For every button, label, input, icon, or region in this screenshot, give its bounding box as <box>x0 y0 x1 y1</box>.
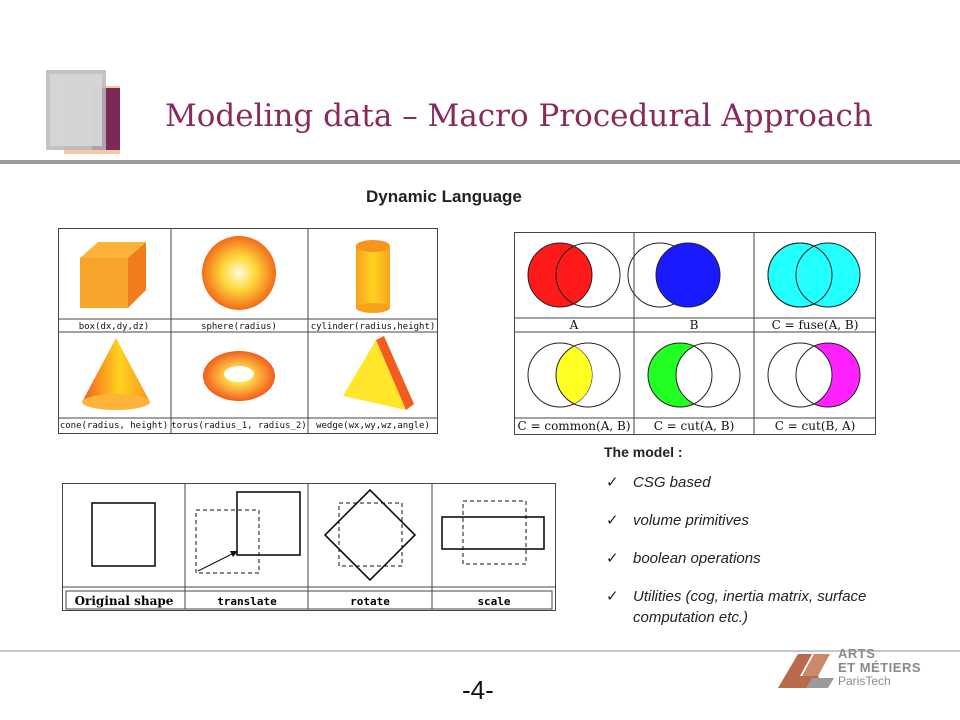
checkmark-icon: ✓ <box>606 588 619 605</box>
page-title: Modeling data – Macro Procedural Approac… <box>165 98 873 134</box>
bool-label-fuse: C = fuse(A, B) <box>772 318 859 332</box>
bool-A <box>527 242 621 308</box>
transform-label-rotate: rotate <box>350 595 390 608</box>
footer-divider <box>0 650 960 652</box>
model-item: ✓volume primitives <box>606 512 749 529</box>
bool-label-A: A <box>569 318 579 332</box>
sphere-shape <box>202 236 276 310</box>
box-shape <box>80 242 146 308</box>
primitive-label-cylinder: cylinder(radius,height) <box>311 322 436 332</box>
primitive-label-cone: cone(radius, height) <box>60 421 168 431</box>
rotate-shape <box>323 488 417 582</box>
primitive-label-torus: torus(radius_1, radius_2) <box>171 421 306 431</box>
bool-label-common: C = common(A, B) <box>518 419 631 433</box>
translate-shape <box>195 491 301 574</box>
transform-label-original: Original shape <box>75 594 174 608</box>
bool-cut-BA <box>767 342 861 408</box>
cone-shape <box>82 338 150 410</box>
wedge-shape <box>343 336 414 410</box>
bool-label-cut-AB: C = cut(A, B) <box>654 419 735 433</box>
transforms-figure: Original shape translate rotate scale <box>62 483 556 611</box>
model-item: ✓boolean operations <box>606 550 761 567</box>
transform-label-translate: translate <box>217 595 277 608</box>
model-item: ✓CSG based <box>606 474 711 491</box>
checkmark-icon: ✓ <box>606 550 619 567</box>
model-heading: The model : <box>604 444 683 460</box>
torus-shape <box>203 351 275 401</box>
arts-et-metiers-logo-icon <box>778 654 834 688</box>
page-number: -4- <box>462 675 494 705</box>
checkmark-icon: ✓ <box>606 474 619 491</box>
logo-text-arts: ARTS <box>838 646 876 661</box>
original-square <box>91 502 156 567</box>
model-list: ✓CSG based ✓volume primitives ✓boolean o… <box>606 472 951 645</box>
cylinder-shape <box>356 240 390 313</box>
primitive-label-sphere: sphere(radius) <box>201 322 277 332</box>
bool-fuse <box>767 242 861 308</box>
bool-common <box>527 342 621 408</box>
primitive-label-wedge: wedge(wx,wy,wz,angle) <box>316 421 430 431</box>
section-subtitle: Dynamic Language <box>366 187 522 206</box>
primitive-label-box: box(dx,dy,dz) <box>79 322 149 332</box>
corner-logo <box>46 70 120 154</box>
bool-label-cut-BA: C = cut(B, A) <box>775 419 856 433</box>
checkmark-icon: ✓ <box>606 512 619 529</box>
bool-B <box>627 242 721 308</box>
bool-label-B: B <box>690 318 699 332</box>
primitives-figure: box(dx,dy,dz) sphere(radius) cylinder(ra… <box>58 228 438 434</box>
title-divider <box>0 160 960 164</box>
logo-text-paristech: ParisTech <box>838 674 891 688</box>
scale-shape <box>441 500 545 565</box>
boolean-figure: A B C = fuse(A, B) C = common(A, B) C = … <box>514 232 876 435</box>
bool-cut-AB <box>647 342 741 408</box>
model-item: ✓Utilities (cog, inertia matrix, surface… <box>606 588 867 626</box>
corner-square-front-light <box>50 74 102 146</box>
transform-label-scale: scale <box>477 595 510 608</box>
logo-text-et-metiers: ET MÉTIERS <box>838 660 922 675</box>
